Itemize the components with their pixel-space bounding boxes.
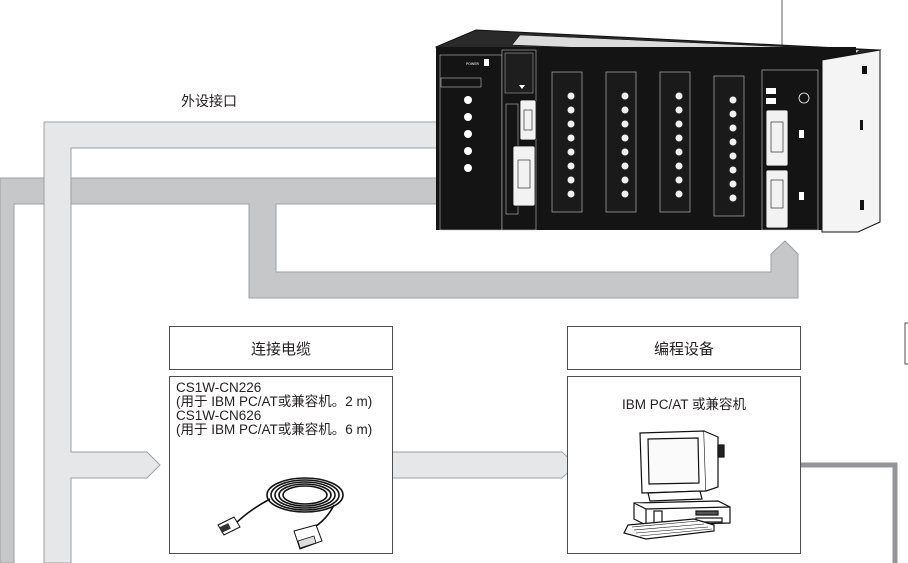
port1-connector <box>765 109 789 167</box>
cable-connector-db9 <box>293 524 323 550</box>
cable-model-2: CS1W-CN626 <box>176 408 262 423</box>
io-units <box>551 71 745 217</box>
port2-connector <box>765 169 789 229</box>
programming-device-content-box: IBM PC/AT 或兼容机 <box>567 376 801 554</box>
desktop-computer-icon <box>623 430 731 540</box>
terminal-screws <box>567 92 737 202</box>
programming-device-title-box: 编程设备 <box>567 326 801 370</box>
partial-box-right <box>904 322 908 365</box>
cable-model-2-desc: (用于 IBM PC/AT或兼容机。6 m) <box>176 422 373 437</box>
cable-connector-small <box>217 516 241 536</box>
connecting-cable-title: 连接电缆 <box>250 339 311 358</box>
connecting-cable-title-box: 连接电缆 <box>169 326 393 370</box>
cable-model-1-desc: (用于 IBM PC/AT或兼容机。2 m) <box>176 394 373 409</box>
connecting-cable-content-box: CS1W-CN226 (用于 IBM PC/AT或兼容机。2 m) CS1W-C… <box>169 376 393 554</box>
programming-device-description: IBM PC/AT 或兼容机 <box>621 397 746 412</box>
connector-line-pc-right <box>800 462 898 563</box>
programming-device-title: 编程设备 <box>653 339 714 358</box>
rs232c-port-connector <box>512 145 536 207</box>
power-label: POWER <box>466 62 480 66</box>
peripheral-port-connector <box>519 99 537 141</box>
cable-model-1: CS1W-CN226 <box>176 380 262 395</box>
peripheral-port-label: 外设接口 <box>181 94 237 110</box>
cable-model-list: CS1W-CN226 (用于 IBM PC/AT或兼容机。2 m) CS1W-C… <box>176 381 372 437</box>
serial-cable-icon <box>217 477 344 550</box>
power-terminals <box>464 96 472 172</box>
